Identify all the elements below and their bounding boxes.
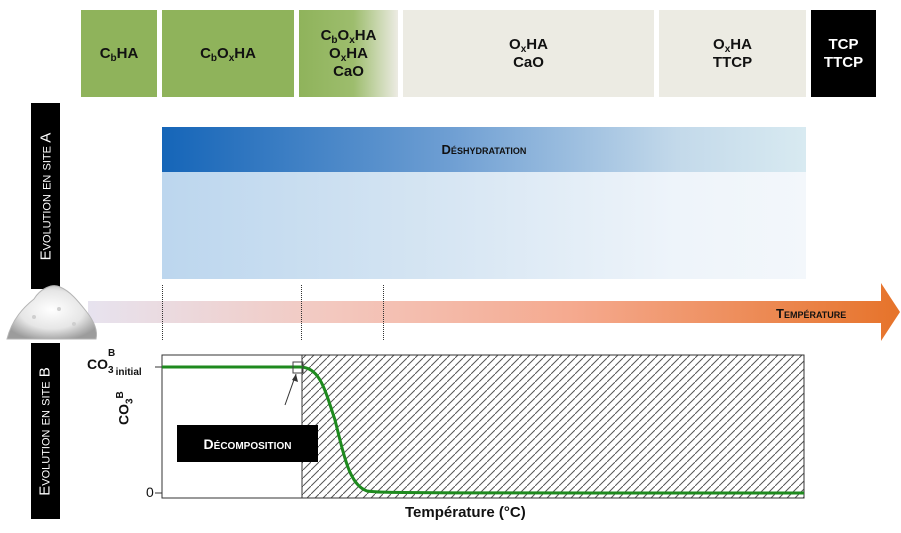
- co3-curve: [162, 365, 805, 495]
- powder-image: [6, 285, 97, 340]
- dehydration-body: [162, 172, 806, 279]
- phase-box-cboxha: CbOxHA: [162, 10, 294, 97]
- site-a-label: Evolution en site A: [31, 103, 60, 289]
- phase-box-tcp-ttcp: TCP TTCP: [811, 10, 876, 97]
- decomposition-hatch: [301, 354, 805, 499]
- x-axis-label: Température (°C): [405, 504, 526, 521]
- phase-box-oxha-ttcp: OxHA TTCP: [659, 10, 806, 97]
- dehydration-label: Déshydratation: [441, 142, 527, 157]
- dehydration-header: Déshydratation: [162, 127, 806, 172]
- site-b-label: Evolution en site B: [31, 343, 60, 519]
- marker-line-1: [162, 285, 163, 340]
- marker-line-3: [383, 285, 384, 340]
- phase-box-mixed-cao: CbOxHA OxHA CaO: [299, 10, 398, 97]
- dehydration-band: Déshydratation: [162, 127, 806, 279]
- temperature-arrow: [88, 283, 900, 341]
- temperature-arrow-label: Température: [776, 306, 847, 321]
- decomposition-label: Décomposition: [177, 425, 318, 462]
- y-zero-label: 0: [146, 484, 154, 500]
- marker-line-2: [301, 285, 302, 340]
- y-axis-label: CO3B: [115, 391, 136, 425]
- phase-box-cbha: CbHA: [81, 10, 157, 97]
- phase-box-oxha-cao: OxHA CaO: [403, 10, 654, 97]
